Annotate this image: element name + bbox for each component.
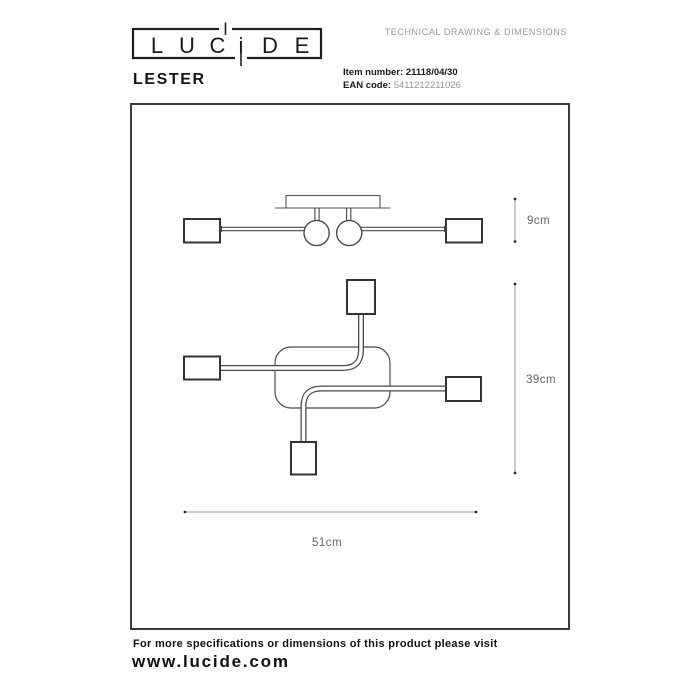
ean-row: EAN code: 5411212211026: [343, 79, 461, 92]
logo-letter-c: C: [210, 33, 226, 58]
logo-letter-u: U: [179, 33, 195, 58]
item-number-row: Item number: 21118/04/30: [343, 66, 461, 79]
drawing-frame: [130, 103, 570, 630]
ean-label: EAN code:: [343, 80, 392, 91]
lucide-logo: L U C i D E: [131, 22, 323, 66]
logo-letter-i: i: [239, 33, 244, 58]
product-meta: Item number: 21118/04/30 EAN code: 54112…: [343, 66, 461, 92]
logo-box: [131, 27, 323, 60]
item-number-value: 21118/04/30: [405, 67, 458, 78]
logo-letter-l: L: [151, 33, 163, 58]
logo-letter-d: D: [262, 33, 278, 58]
doc-title: TECHNICAL DRAWING & DIMENSIONS: [384, 27, 567, 37]
footer-note: For more specifications or dimensions of…: [133, 638, 498, 650]
product-name: LESTER: [133, 71, 206, 88]
ean-value: 5411212211026: [393, 80, 461, 91]
logo-letter-e: E: [295, 33, 310, 58]
item-number-label: Item number:: [343, 67, 404, 78]
footer-website: www.lucide.com: [132, 652, 290, 671]
